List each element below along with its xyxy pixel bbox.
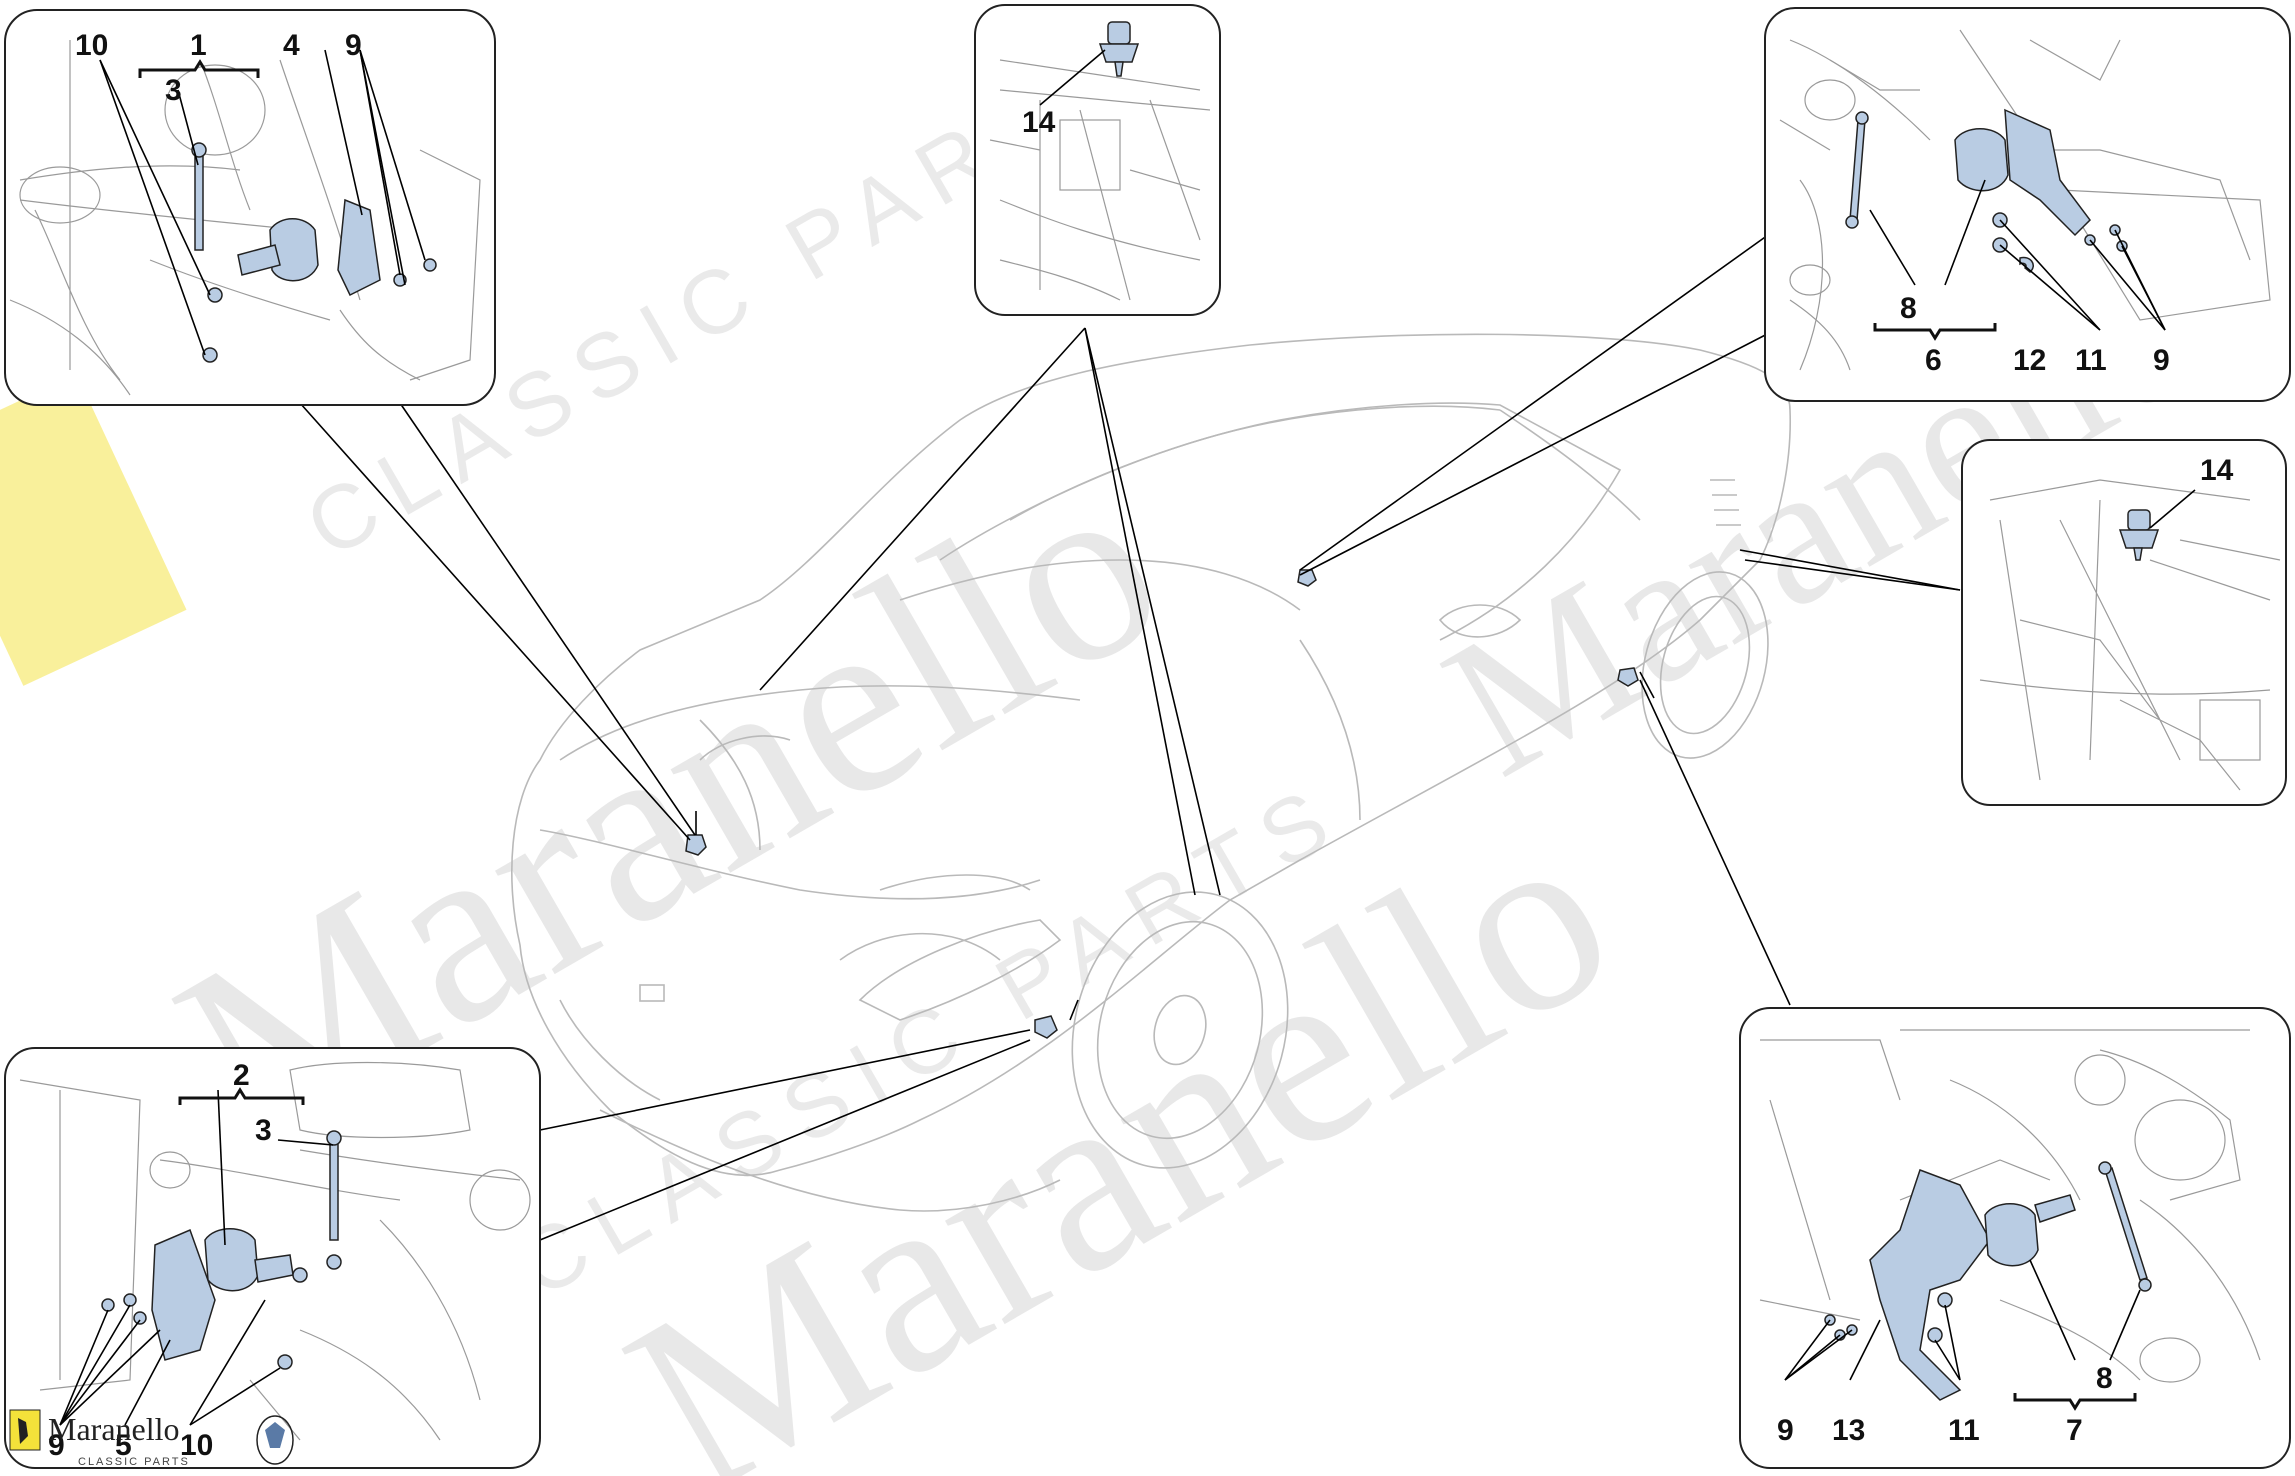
mr-callout-14: 14 bbox=[2200, 454, 2234, 487]
panel-top-right: 8 6 12 11 9 bbox=[1764, 7, 2291, 402]
bl-callout-5: 5 bbox=[115, 1429, 132, 1462]
car-sensor-rear-right bbox=[1617, 667, 1655, 699]
badge-decoration bbox=[0, 374, 187, 686]
leader-lines bbox=[299, 229, 1961, 1241]
tr-callout-11: 11 bbox=[2075, 344, 2107, 377]
logo-name: Maranello bbox=[48, 1411, 180, 1447]
panel-top-left: 10 1 3 4 9 bbox=[4, 9, 496, 406]
tr-callout-12: 12 bbox=[2013, 344, 2046, 377]
bl-callout-9: 9 bbox=[48, 1429, 65, 1462]
br-callout-8: 8 bbox=[2096, 1362, 2113, 1395]
maranello-logo: Maranello CLASSIC PARTS bbox=[9, 1409, 294, 1468]
tr-sensor-assembly bbox=[1845, 108, 2128, 273]
tr-callout-8: 8 bbox=[1900, 292, 1917, 325]
bl-callout-10: 10 bbox=[180, 1429, 213, 1462]
br-callout-13: 13 bbox=[1832, 1414, 1865, 1447]
br-callout-9: 9 bbox=[1777, 1414, 1794, 1447]
tr-callout-6: 6 bbox=[1925, 344, 1942, 377]
car-sensor-front-right bbox=[1034, 999, 1079, 1039]
tl-callout-10: 10 bbox=[75, 29, 108, 62]
car-sensor-rear bbox=[1297, 569, 1317, 587]
panel-bottom-right: 9 13 11 7 8 bbox=[1739, 1007, 2291, 1469]
car-sensor-front-left bbox=[685, 811, 707, 856]
mr-sensor bbox=[2118, 509, 2160, 561]
tl-sensor-assembly bbox=[191, 142, 437, 363]
tl-callout-3: 3 bbox=[165, 74, 182, 107]
br-sensor-assembly bbox=[1824, 1161, 2152, 1401]
logo-sub: CLASSIC PARTS bbox=[78, 1456, 190, 1468]
tc-callout-14: 14 bbox=[1022, 106, 1056, 139]
tl-callout-4: 4 bbox=[283, 29, 300, 62]
tr-callout-9: 9 bbox=[2153, 344, 2170, 377]
bl-callout-2: 2 bbox=[233, 1059, 250, 1092]
panel-top-center: 14 bbox=[974, 4, 1221, 316]
panel-bottom-left: 2 3 9 5 10 Maranello CLASSIC PARTS bbox=[4, 1047, 541, 1469]
br-callout-11: 11 bbox=[1948, 1414, 1980, 1447]
tc-sensor bbox=[1098, 21, 1140, 77]
panel-middle-right: 14 bbox=[1961, 439, 2287, 806]
br-callout-7: 7 bbox=[2066, 1414, 2083, 1447]
car-outline bbox=[511, 333, 1792, 1212]
tl-callout-9: 9 bbox=[345, 29, 362, 62]
tl-callout-1: 1 bbox=[190, 29, 207, 62]
bl-callout-3: 3 bbox=[255, 1114, 272, 1147]
